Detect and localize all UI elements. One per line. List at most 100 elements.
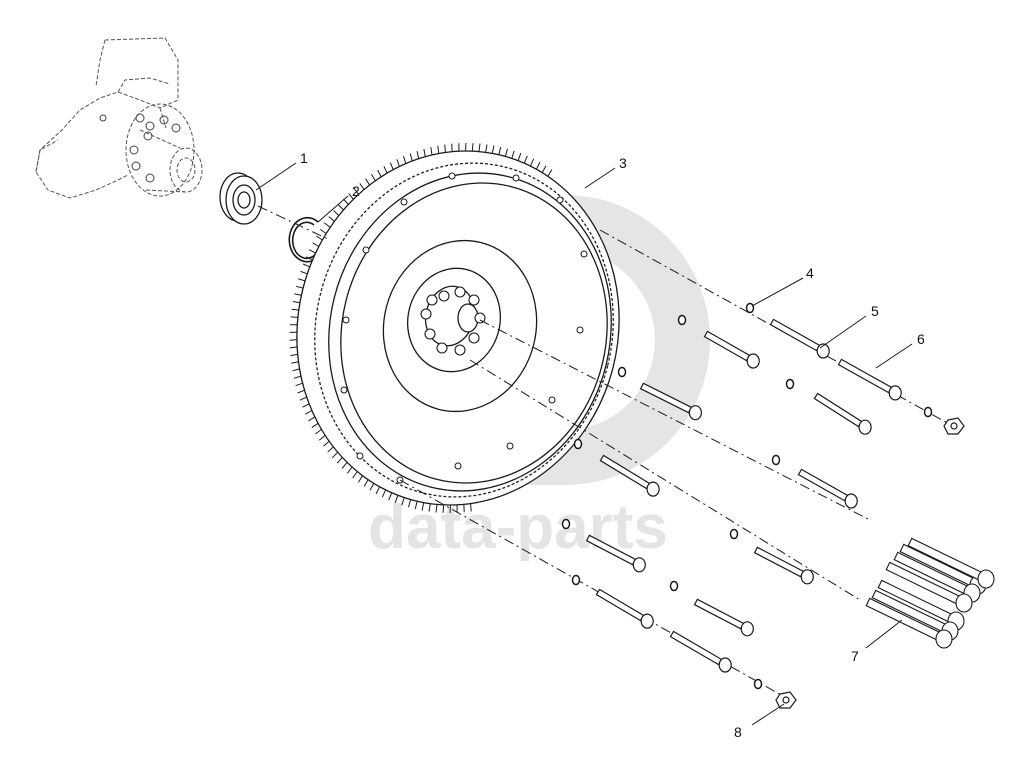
bolt-head	[845, 494, 857, 508]
gear-tooth	[378, 170, 381, 177]
gear-tooth	[492, 146, 494, 154]
gear-tooth	[390, 163, 393, 170]
gear-tooth	[372, 174, 376, 181]
gear-tooth	[291, 362, 298, 364]
gear-tooth	[332, 452, 337, 458]
gear-tooth	[293, 369, 300, 371]
callout-5: 5	[871, 303, 879, 319]
gear-tooth	[293, 302, 300, 303]
gear-tooth	[548, 170, 552, 177]
callout-2: 2	[352, 183, 360, 199]
gear-tooth	[290, 347, 297, 348]
gear-tooth	[530, 159, 533, 166]
gear-tooth	[305, 411, 312, 415]
gear-tooth	[298, 279, 305, 281]
washer	[575, 440, 582, 449]
long-bolt-head	[978, 570, 994, 588]
callout-4: 4	[806, 265, 814, 281]
gear-tooth	[294, 376, 301, 378]
gear-tooth	[342, 462, 347, 468]
gear-tooth	[438, 146, 439, 154]
gear-tooth	[479, 144, 480, 152]
callout-1: 1	[300, 150, 308, 166]
bolt-head	[801, 570, 813, 584]
gear-tooth	[366, 179, 370, 185]
washer	[731, 530, 738, 539]
washer	[925, 408, 932, 417]
gear-tooth	[443, 505, 444, 513]
gear-tooth	[417, 151, 419, 159]
washer	[755, 680, 762, 689]
washer	[563, 520, 570, 529]
gear-tooth	[296, 286, 303, 288]
bolt-head	[647, 482, 659, 496]
gear-tooth	[404, 156, 406, 163]
part-1-bearing	[220, 173, 262, 224]
bolt-shank	[771, 319, 820, 350]
gear-tooth	[303, 404, 310, 407]
gear-tooth	[300, 397, 307, 400]
gear-tooth	[486, 144, 487, 152]
bolt-shank	[705, 331, 750, 360]
washer	[747, 304, 754, 313]
bolt-head	[719, 658, 731, 672]
callout-7: 7	[851, 648, 859, 664]
gear-tooth	[536, 162, 540, 169]
gear-tooth	[471, 504, 472, 512]
part-7-bolt-bundle	[866, 538, 994, 648]
gear-tooth	[431, 147, 432, 155]
callout-3: 3	[619, 155, 627, 171]
bolt-shank	[839, 359, 892, 392]
gear-tooth	[290, 340, 297, 341]
gear-tooth	[353, 472, 358, 479]
bolt-head	[747, 354, 759, 368]
bolt-head	[633, 558, 645, 572]
gear-tooth	[524, 156, 527, 163]
gear-tooth	[542, 166, 546, 173]
gear-tooth	[329, 217, 335, 222]
gear-tooth	[309, 250, 315, 253]
gear-tooth	[518, 153, 521, 161]
gear-tooth	[313, 243, 319, 247]
bolt-head	[689, 406, 701, 420]
gear-tooth	[334, 211, 339, 216]
bolt-shank	[695, 599, 744, 628]
gear-tooth	[360, 183, 364, 189]
gear-tooth	[291, 317, 298, 318]
bolt-head	[859, 420, 871, 434]
gear-tooth	[370, 483, 374, 490]
bolt-shank	[670, 631, 721, 664]
housing-bolt-holes	[100, 114, 180, 182]
gear-tooth	[505, 149, 507, 157]
gear-tooth	[324, 223, 330, 228]
bolt-shank	[596, 589, 643, 620]
bolt-shank	[814, 393, 861, 426]
gear-tooth	[472, 143, 473, 151]
gear-tooth	[319, 435, 325, 440]
gear-tooth	[384, 166, 387, 173]
gear-tooth	[338, 205, 343, 210]
gear-tooth	[312, 423, 318, 427]
gear-tooth	[397, 159, 400, 166]
gear-tooth	[499, 147, 501, 155]
watermark-text: data-parts	[368, 493, 668, 562]
gear-tooth	[337, 457, 342, 463]
gear-tooth	[296, 383, 303, 386]
gear-tooth	[358, 476, 362, 483]
gear-tooth	[315, 429, 321, 434]
gear-tooth	[445, 145, 446, 153]
gear-tooth	[424, 149, 425, 157]
callout-8: 8	[734, 724, 742, 740]
gear-tooth	[320, 229, 326, 233]
long-bolt-head	[936, 630, 952, 648]
gear-tooth	[291, 354, 298, 355]
bolt-shank	[755, 547, 804, 576]
gear-tooth	[298, 390, 305, 393]
gear-tooth	[328, 447, 334, 452]
washer	[573, 576, 580, 585]
bolt-head	[889, 386, 901, 400]
washer	[671, 582, 678, 591]
gear-tooth	[410, 154, 412, 162]
